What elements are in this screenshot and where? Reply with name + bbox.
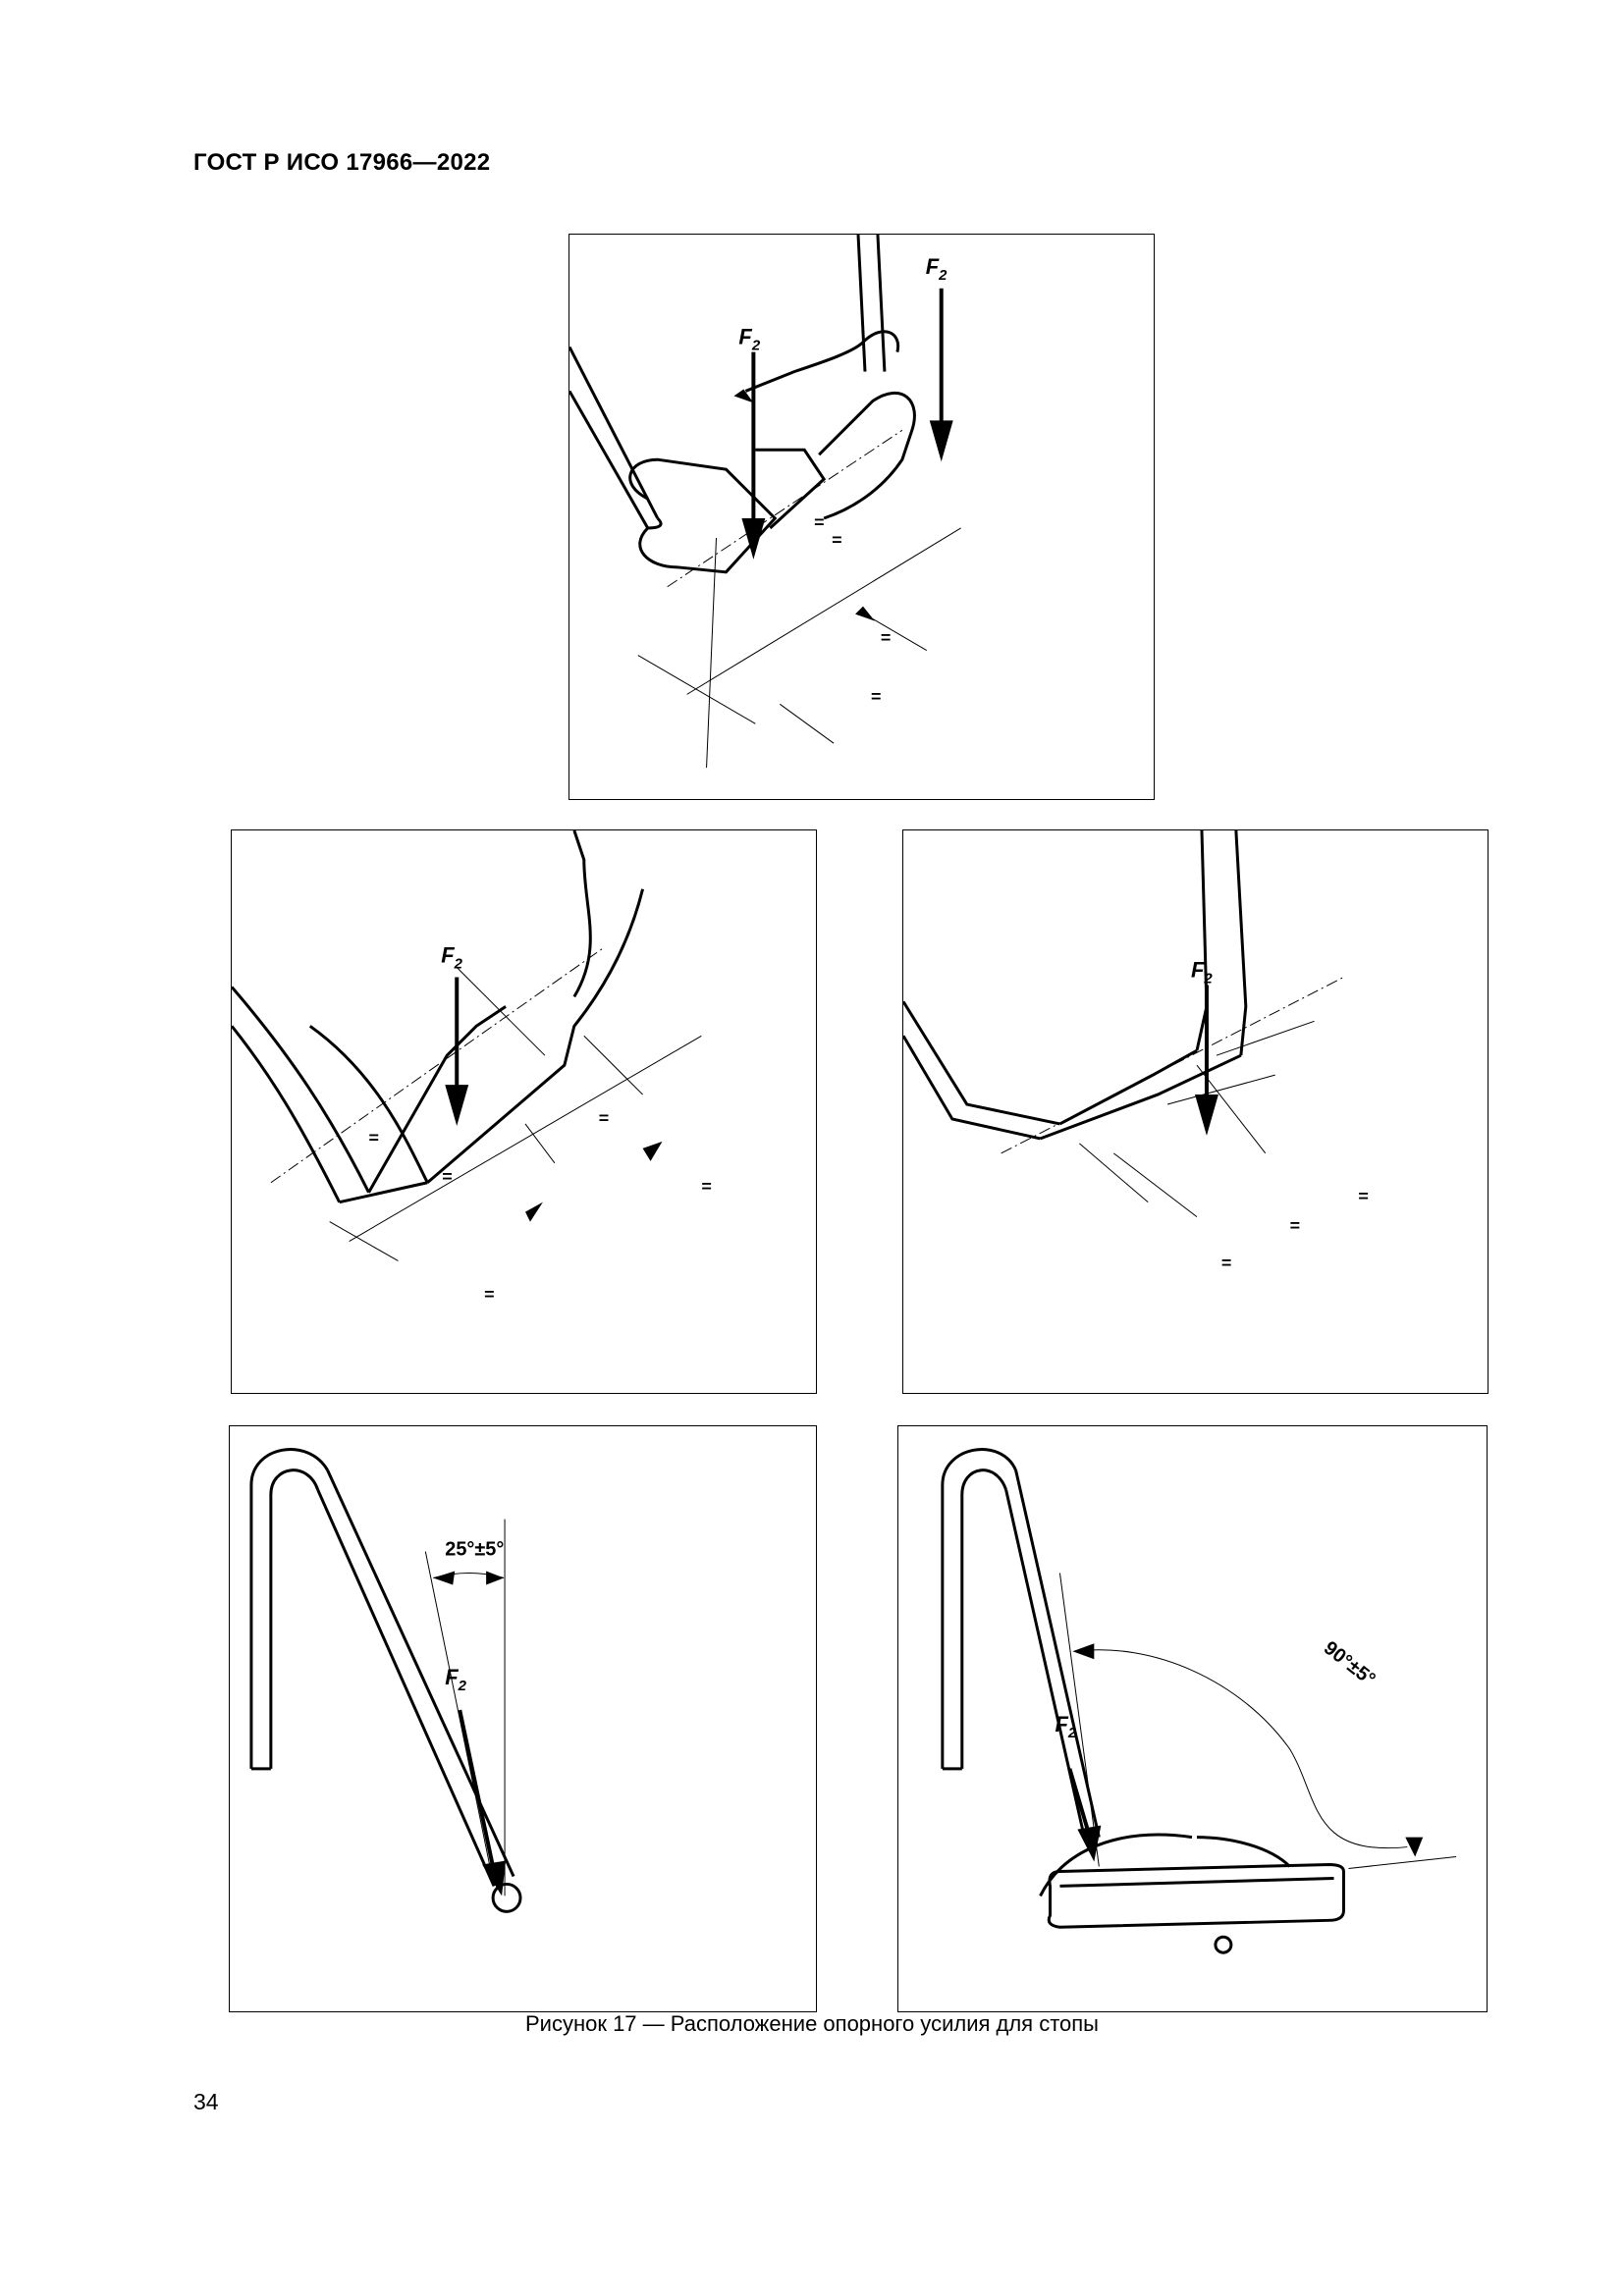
panel-top: F2 F2 = = = = <box>568 234 1155 800</box>
force-label-left: F2 <box>738 325 760 354</box>
footrest-drawing-bottom-left: F2 25°±5° <box>249 1448 522 1913</box>
panel-middle-left: F2 = = = = = <box>231 829 817 1394</box>
frame-tube-bend <box>249 1448 329 1769</box>
force-arrow-left: F2 <box>738 325 766 560</box>
frame-tube-diagonal <box>326 1469 515 1878</box>
force-arrow: F2 <box>441 943 469 1126</box>
frame-tube <box>232 986 370 1194</box>
equal-mark: = <box>442 1167 452 1187</box>
equal-mark: = <box>871 686 881 706</box>
figure-caption: Рисунок 17 — Расположение опорного усили… <box>524 2011 1099 2036</box>
page-number: 34 <box>193 2089 219 2114</box>
force-arrow: F2 <box>1055 1712 1102 1862</box>
equal-mark: = <box>369 1128 379 1148</box>
footplate-outline <box>426 888 645 1184</box>
frame-tube-left <box>569 346 660 519</box>
centerline-top <box>667 429 903 588</box>
equal-mark: = <box>881 628 891 648</box>
force-label: F2 <box>1055 1712 1076 1741</box>
force-arrow: F2 <box>1191 957 1218 1136</box>
frame-tube-right <box>856 235 867 372</box>
footrest-drawing-bottom-right: F2 90°±5° <box>941 1448 1457 1954</box>
footplate-left <box>628 457 778 574</box>
footrest-drawing-middle-left: F2 = = = = = <box>232 830 712 1304</box>
equal-mark: = <box>701 1177 711 1197</box>
equal-mark: = <box>1358 1187 1368 1206</box>
force-arrow: F2 <box>445 1665 507 1896</box>
panel-bottom-right: F2 90°±5° <box>897 1425 1488 2012</box>
panel-middle-right: F2 = = = <box>902 829 1489 1394</box>
force-label: F2 <box>445 1665 466 1694</box>
force-label: F2 <box>1191 957 1213 987</box>
footrest-drawing-middle-right: F2 = = = <box>903 830 1369 1272</box>
equal-mark: = <box>814 512 824 532</box>
tube-end <box>491 1882 522 1913</box>
panel-bottom-left: F2 25°±5° <box>229 1425 817 2012</box>
frame-tube-bend <box>941 1448 1017 1769</box>
footplate-right <box>818 391 916 520</box>
force-label: F2 <box>441 943 462 973</box>
footplate <box>1047 1863 1345 1929</box>
frame-tube <box>903 1000 1060 1126</box>
footplate-outline <box>1058 1048 1198 1126</box>
angle-label: 90°±5° <box>1320 1637 1380 1690</box>
force-arrow-right: F2 <box>926 254 953 462</box>
frame-tube-diagonal <box>1014 1469 1101 1838</box>
footrest-drawing-top: F2 F2 = = = = <box>569 235 961 769</box>
equal-mark: = <box>1290 1216 1300 1236</box>
document-header: ГОСТ Р ИСО 17966—2022 <box>193 149 491 176</box>
equal-mark: = <box>484 1284 494 1304</box>
equal-mark: = <box>1221 1253 1231 1272</box>
centerline <box>270 947 605 1184</box>
angle-label: 25°±5° <box>445 1539 504 1561</box>
force-label-right: F2 <box>926 254 947 284</box>
equal-mark: = <box>832 530 841 550</box>
equal-mark: = <box>599 1108 609 1128</box>
